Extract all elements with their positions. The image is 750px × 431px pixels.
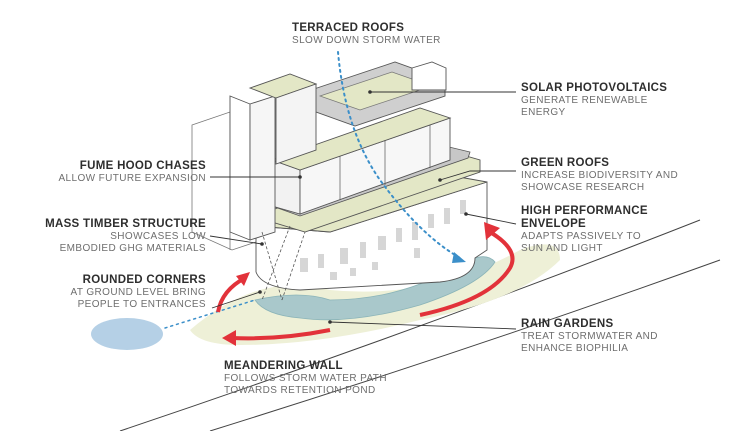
base-windows [300,200,466,280]
label-solar-pv-desc-2: ENERGY [521,106,566,118]
label-solar-pv: SOLAR PHOTOVOLTAICS GENERATE RENEWABLE E… [521,82,667,118]
landscape-area [190,244,560,345]
label-mass-timber: MASS TIMBER STRUCTURE SHOWCASES LOW EMBO… [30,218,206,254]
label-meandering-wall-desc-2: TOWARDS RETENTION POND [224,384,376,396]
label-meandering-wall: MEANDERING WALL FOLLOWS STORM WATER PATH… [224,360,387,396]
base-block-front [255,181,488,291]
label-envelope-title-2: ENVELOPE [521,218,587,230]
label-solar-pv-desc-1: GENERATE RENEWABLE [521,95,648,106]
label-fume-hood-desc: ALLOW FUTURE EXPANSION [58,173,206,184]
label-envelope: HIGH PERFORMANCE ENVELOPE ADAPTS PASSIVE… [521,205,648,254]
label-rounded-corners-desc-1: AT GROUND LEVEL BRING [70,287,206,298]
label-envelope-title-1: HIGH PERFORMANCE [521,205,648,217]
label-envelope-desc-1: ADAPTS PASSIVELY TO [521,231,642,242]
wall-arrow-right-head [484,222,500,240]
road-curve-inner [209,259,721,431]
pond-path [164,299,256,329]
label-green-roofs-desc-1: INCREASE BIODIVERSITY AND [521,170,679,181]
storm-water-path [337,51,461,259]
label-rounded-corners: ROUNDED CORNERS AT GROUND LEVEL BRING PE… [40,274,206,310]
wall-arrow-left-head [222,330,236,346]
label-terraced-roofs: TERRACED ROOFS SLOW DOWN STORM WATER [292,22,441,47]
wall-arrow-corner-head [236,272,250,286]
label-mass-timber-desc-1: SHOWCASES LOW [110,231,206,242]
label-meandering-wall-title: MEANDERING WALL [224,360,343,372]
storm-water-arrowhead [452,252,466,263]
tall-block-front [275,83,317,165]
stair-tower [411,61,447,91]
label-rain-gardens: RAIN GARDENS TREAT STORMWATER AND ENHANC… [521,318,658,354]
upper-volume-roof [270,107,452,171]
leader-lines [209,91,517,330]
label-rain-gardens-desc-1: TREAT STORMWATER AND [521,331,658,342]
label-mass-timber-title: MASS TIMBER STRUCTURE [45,218,206,230]
rain-garden [254,256,496,321]
label-solar-pv-title: SOLAR PHOTOVOLTAICS [521,82,668,94]
label-green-roofs-desc-2: SHOWCASE RESEARCH [521,181,645,193]
timber-structure-lines [261,225,306,301]
label-rain-gardens-desc-2: ENHANCE BIOPHILIA [521,342,629,354]
leader-dots [258,90,468,324]
label-green-roofs-title: GREEN ROOFS [521,157,610,169]
label-envelope-desc-2: SUN AND LIGHT [521,242,603,254]
label-fume-hood-title: FUME HOOD CHASES [79,160,206,172]
wall-arrow-left [231,328,331,341]
label-rounded-corners-title: ROUNDED CORNERS [82,274,206,286]
road-curve-outer [119,219,701,431]
upper-mullions [339,125,431,200]
label-meandering-wall-desc-1: FOLLOWS STORM WATER PATH [224,373,387,384]
label-fume-hood: FUME HOOD CHASES ALLOW FUTURE EXPANSION [40,160,206,185]
label-mass-timber-desc-2: EMBODIED GHG MATERIALS [59,242,206,254]
label-terraced-roofs-title: TERRACED ROOFS [292,22,405,34]
label-green-roofs: GREEN ROOFS INCREASE BIODIVERSITY AND SH… [521,157,678,193]
chase-tower-front [229,95,251,241]
label-rain-gardens-title: RAIN GARDENS [521,318,614,330]
wall-arrow-right [419,230,515,317]
retention-pond [91,318,163,350]
label-terraced-roofs-desc: SLOW DOWN STORM WATER [292,35,441,46]
label-rounded-corners-desc-2: PEOPLE TO ENTRANCES [77,298,206,310]
chase-tower-side [249,95,276,241]
